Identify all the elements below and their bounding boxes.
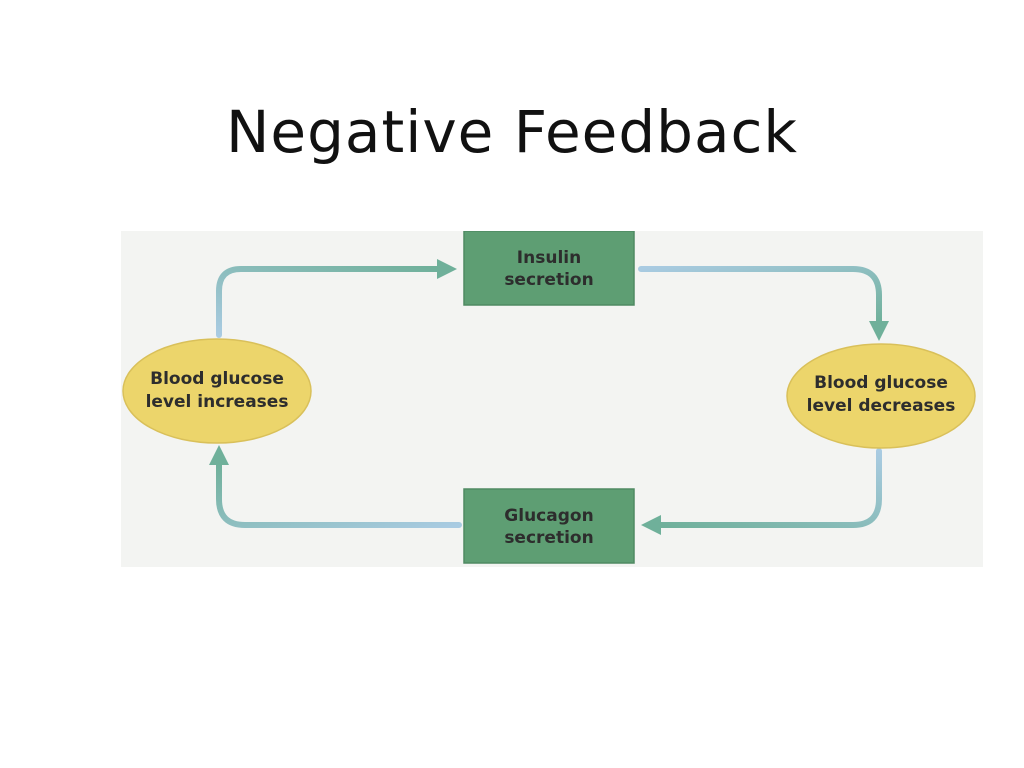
node-glucagon-secretion: Glucagon secretion	[463, 488, 635, 564]
arrow-increases-to-insulin	[216, 259, 457, 338]
node-insulin-secretion: Insulin secretion	[463, 231, 635, 306]
feedback-diagram: Insulin secretion Glucagon secretion Blo…	[121, 231, 983, 567]
increases-label-line2: level increases	[146, 392, 289, 412]
insulin-label-line1: Insulin	[517, 248, 581, 268]
arrow-decreases-to-glucagon	[641, 448, 882, 535]
glucagon-label-line1: Glucagon	[504, 506, 593, 526]
slide-title: Negative Feedback	[226, 98, 798, 166]
arrow-glucagon-to-increases	[209, 445, 462, 528]
arrow-insulin-to-decreases	[638, 266, 889, 341]
node-blood-glucose-decreases: Blood glucose level decreases	[786, 343, 976, 449]
insulin-label-line2: secretion	[504, 270, 593, 290]
node-blood-glucose-increases: Blood glucose level increases	[122, 338, 312, 444]
increases-label-line1: Blood glucose	[150, 369, 284, 389]
decreases-label-line1: Blood glucose	[814, 373, 948, 393]
feedback-diagram-svg: Insulin secretion Glucagon secretion Blo…	[122, 231, 976, 564]
glucagon-label-line2: secretion	[504, 528, 593, 548]
decreases-label-line2: level decreases	[807, 396, 956, 416]
